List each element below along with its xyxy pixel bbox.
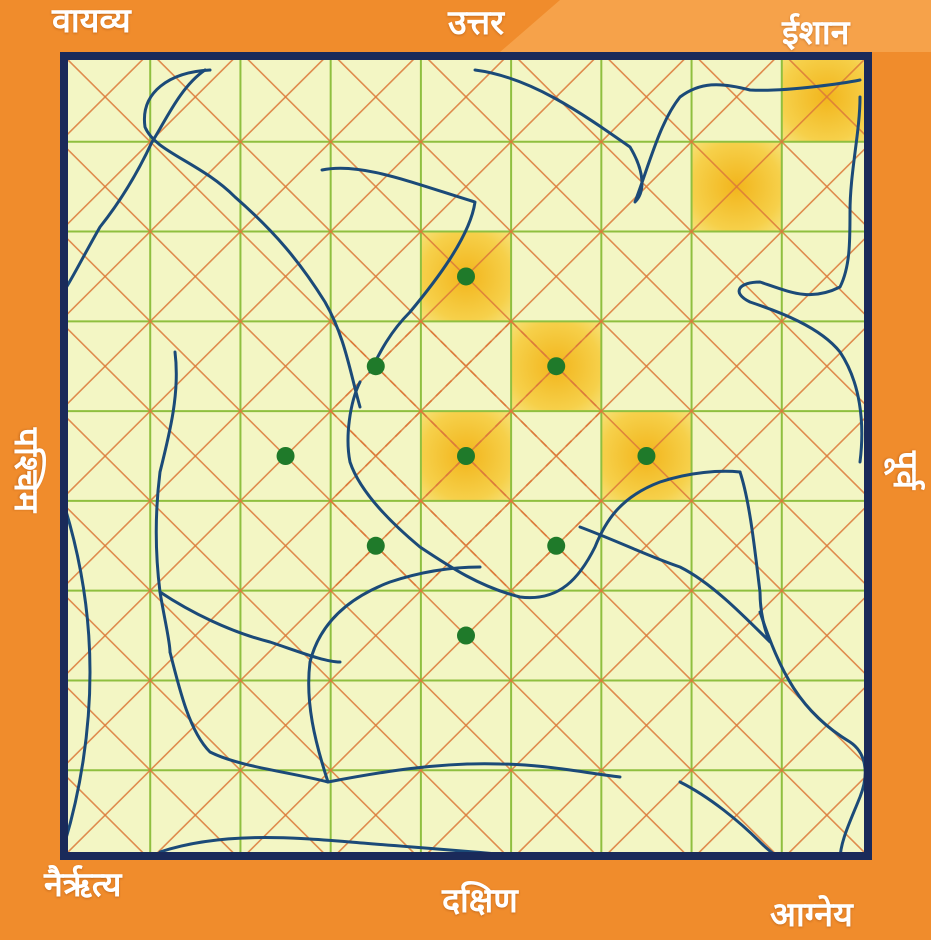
direction-north: उत्तर — [448, 6, 504, 40]
marga-dot — [367, 537, 385, 555]
direction-north-west: वायव्य — [52, 4, 131, 38]
marga-dot — [367, 357, 385, 375]
marga-dot — [637, 447, 655, 465]
marga-dot — [457, 627, 475, 645]
direction-north-east: ईशान — [782, 16, 850, 50]
marga-dot — [457, 267, 475, 285]
direction-east: पूर्व — [888, 451, 922, 489]
direction-west: पश्चिम — [9, 428, 43, 513]
marga-dot — [457, 447, 475, 465]
direction-south-east: आग्नेय — [770, 898, 853, 932]
vastu-purush-mandala — [60, 52, 872, 860]
marga-dot — [547, 537, 565, 555]
direction-south: दक्षिण — [442, 884, 518, 918]
marga-dot — [547, 357, 565, 375]
marga-dot — [277, 447, 295, 465]
direction-south-west: नैर्ऋत्य — [44, 868, 121, 902]
